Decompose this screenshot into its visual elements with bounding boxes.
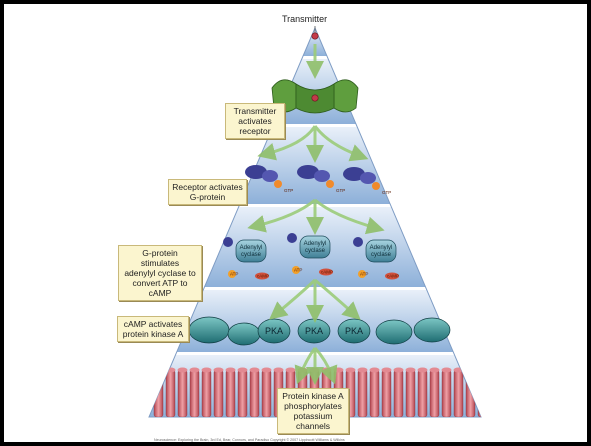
atp-text-1: ATP: [230, 272, 238, 277]
bound-transmitter: [311, 94, 319, 102]
step-label-4: cAMP activates protein kinase A: [117, 316, 189, 342]
potassium-channel: [453, 367, 464, 417]
adenylyl-cyclase-3: Adenylyl cyclase ATP cAMP: [353, 237, 399, 280]
g-protein-tier: GTP GTP GTP: [245, 165, 391, 195]
svg-text:GTP: GTP: [284, 188, 293, 193]
pka-text-2: PKA: [305, 326, 323, 336]
pka-tier: PKA PKA PKA: [188, 316, 451, 346]
enzyme-text-a: Adenylyl: [240, 245, 263, 251]
enzyme-text-b: cyclase: [305, 248, 326, 254]
slide: GTP GTP GTP Adenylyl cyclase: [4, 4, 587, 442]
potassium-channel: [393, 367, 404, 417]
enzyme-text-b: cyclase: [371, 252, 392, 258]
copyright-credit: Neuroscience: Exploring the Brain, 3rd E…: [154, 438, 345, 442]
potassium-channel: [477, 367, 481, 417]
cascade-arrows: [247, 44, 385, 385]
potassium-channel: [357, 367, 368, 417]
signal-cascade-diagram: GTP GTP GTP Adenylyl cyclase: [148, 26, 482, 418]
potassium-channel: [369, 367, 380, 417]
g-protein-3: GTP: [343, 167, 391, 195]
potassium-channel: [261, 367, 272, 417]
enzyme-text-a: Adenylyl: [370, 245, 393, 251]
adenylyl-cyclase-1: Adenylyl cyclase ATP cAMP: [223, 237, 269, 280]
pka-subunit: [413, 317, 451, 343]
potassium-channel: [189, 367, 200, 417]
step-label-5: Protein kinase A phosphorylates potassiu…: [277, 388, 349, 434]
potassium-channel: [381, 367, 392, 417]
enzyme-text-b: cyclase: [241, 252, 262, 258]
step-label-3: G-protein stimulates adenylyl cyclase to…: [118, 245, 202, 301]
step-label-1: Transmitter activates receptor: [225, 103, 285, 139]
potassium-channel: [429, 367, 440, 417]
potassium-channel: [153, 367, 164, 417]
pka-subunit: [375, 319, 413, 345]
receptor-right: [333, 79, 359, 113]
potassium-channel: [417, 367, 428, 417]
step-label-2: Receptor activates G-protein: [168, 179, 247, 205]
g-protein-1: GTP: [245, 165, 293, 193]
potassium-channel: [177, 367, 188, 417]
potassium-channel: [213, 367, 224, 417]
adenylyl-cyclase-2: Adenylyl cyclase ATP cAMP: [287, 233, 333, 276]
potassium-channel: [201, 367, 212, 417]
potassium-channel: [441, 367, 452, 417]
potassium-channel: [405, 367, 416, 417]
potassium-channel: [237, 367, 248, 417]
transmitter-label: Transmitter: [282, 14, 328, 24]
pka-subunit: [227, 322, 261, 346]
atp-text-2: ATP: [294, 268, 302, 273]
transmitter-molecule: [311, 26, 319, 40]
enzyme-text-a: Adenylyl: [304, 241, 327, 247]
potassium-channel: [249, 367, 260, 417]
pka-text-1: PKA: [265, 326, 283, 336]
svg-text:GTP: GTP: [336, 188, 345, 193]
g-protein-2: GTP: [297, 165, 345, 193]
svg-text:GTP: GTP: [382, 190, 391, 195]
adenylyl-cyclase-tier: Adenylyl cyclase ATP cAMP Adenylyl cycla…: [223, 233, 399, 280]
pka-subunit: [188, 316, 230, 344]
camp-text-3: cAMP: [387, 274, 399, 279]
camp-text-2: cAMP: [321, 270, 333, 275]
pka-text-3: PKA: [345, 326, 363, 336]
atp-text-3: ATP: [360, 272, 368, 277]
potassium-channel: [225, 367, 236, 417]
potassium-channel: [165, 367, 176, 417]
camp-text-1: cAMP: [257, 274, 269, 279]
